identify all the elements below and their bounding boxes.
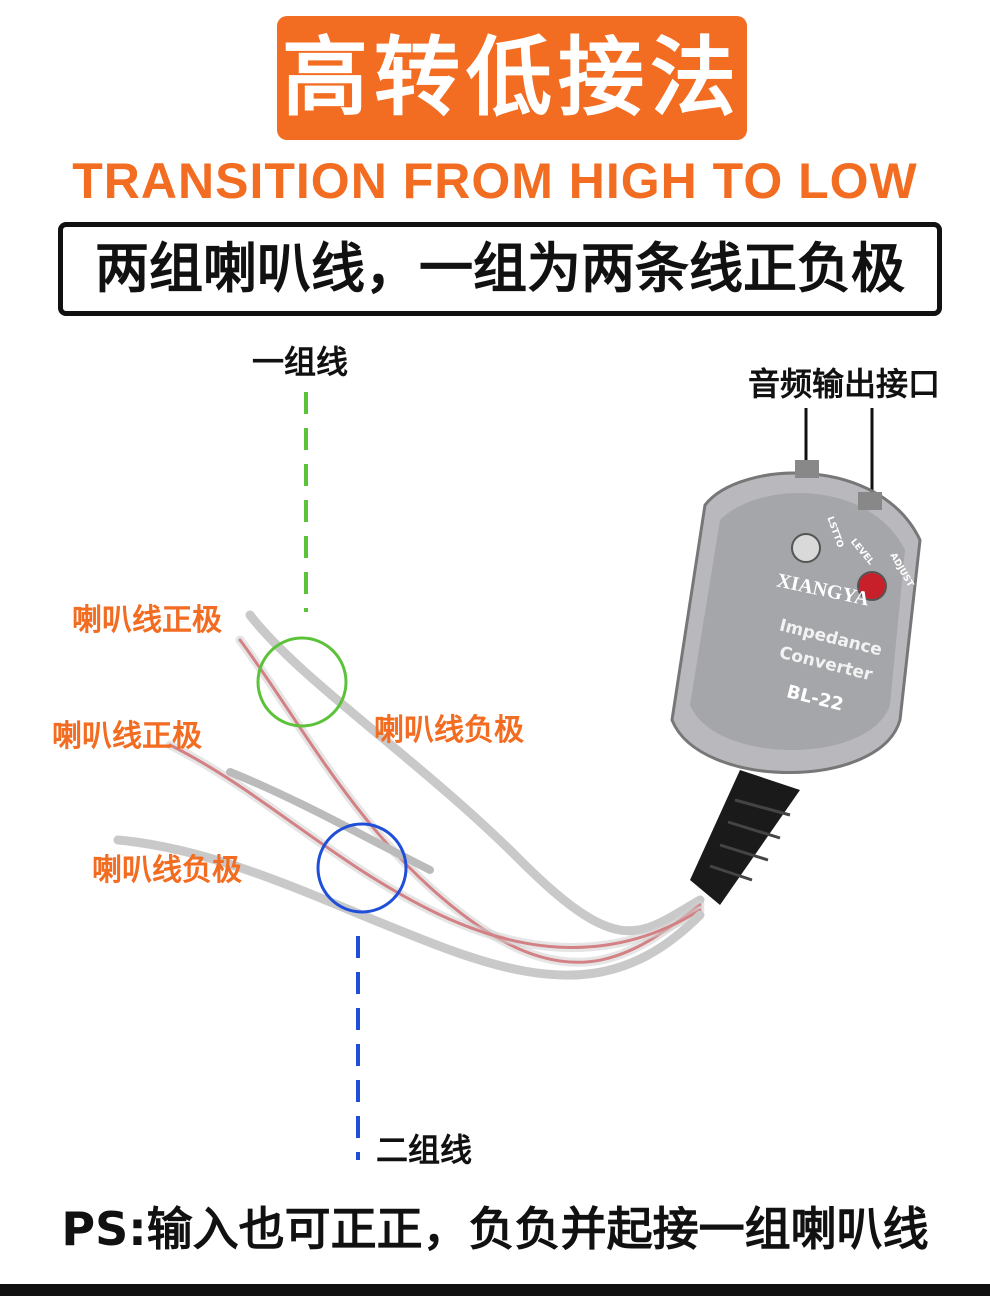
audio-output-label: 音频输出接口	[748, 365, 941, 403]
wire-2-red	[238, 638, 702, 964]
wire-negative-label-1: 喇叭线负极	[374, 713, 524, 748]
audio-output-jack-right	[858, 492, 882, 510]
bottom-note: PS:输入也可正正，负负并起接一组喇叭线	[61, 1202, 929, 1256]
wire-negative-label-2: 喇叭线负极	[92, 853, 242, 888]
group-two-label: 二组线	[376, 1131, 473, 1169]
subtitle: TRANSITION FROM HIGH TO LOW	[72, 153, 918, 209]
title-text: 高转低接法	[282, 28, 742, 128]
caption-text: 两组喇叭线，一组为两条线正负极	[95, 237, 905, 300]
wire-1	[245, 610, 705, 936]
adjust-knob	[857, 571, 887, 601]
wire-3-sheath	[165, 740, 705, 952]
wire-positive-label-1: 喇叭线正极	[72, 603, 222, 638]
group-two-circle	[316, 822, 408, 914]
impedance-converter-device	[670, 460, 922, 774]
wire-4	[113, 835, 705, 980]
wire-positive-label-2: 喇叭线正极	[52, 719, 202, 754]
cable-strain-relief	[690, 770, 800, 905]
wire-bundle	[113, 610, 705, 980]
level-knob	[791, 533, 821, 563]
wire-2-sheath	[235, 635, 705, 967]
caption-box: 两组喇叭线，一组为两条线正负极	[58, 222, 942, 316]
group-one-label: 一组线	[252, 343, 349, 381]
group-one-circle	[256, 636, 348, 728]
title-banner: 高转低接法	[277, 16, 747, 140]
audio-output-jack-left	[795, 460, 819, 478]
bottom-divider	[0, 1284, 990, 1296]
wire-5	[226, 768, 434, 874]
